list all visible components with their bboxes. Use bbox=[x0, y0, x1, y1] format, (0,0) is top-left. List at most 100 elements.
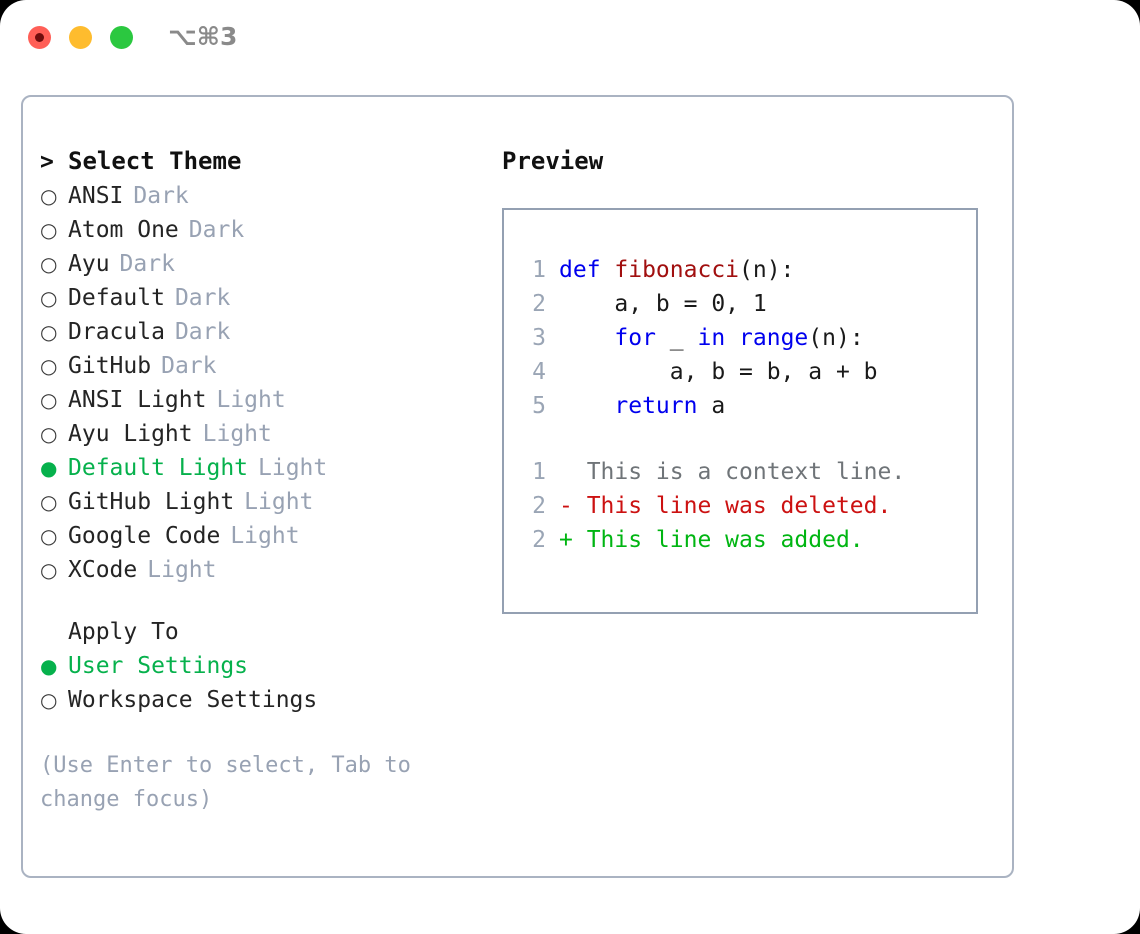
code-token bbox=[559, 393, 614, 419]
apply-to-option-workspace-settings[interactable]: ○ Workspace Settings bbox=[40, 687, 480, 721]
theme-option-google-code[interactable]: ○ Google Code Light bbox=[40, 523, 480, 557]
code-token: fibonacci bbox=[614, 257, 740, 283]
radio-unselected-icon[interactable]: ○ bbox=[40, 490, 58, 514]
radio-unselected-icon[interactable]: ○ bbox=[40, 320, 58, 344]
apply-to-option-label: Workspace Settings bbox=[68, 687, 318, 713]
code-token: for bbox=[614, 325, 656, 351]
keyboard-shortcut-label: ⌥⌘3 bbox=[168, 22, 238, 51]
theme-variant-tag: Light bbox=[230, 523, 300, 549]
radio-unselected-icon[interactable]: ○ bbox=[40, 388, 58, 412]
radio-unselected-icon[interactable]: ○ bbox=[40, 286, 58, 310]
theme-option-github-light[interactable]: ○ GitHub Light Light bbox=[40, 489, 480, 523]
theme-variant-tag: Light bbox=[202, 421, 272, 447]
apply-to-heading-label: Apply To bbox=[68, 619, 179, 645]
diff-line-content: + This line was added. bbox=[559, 527, 864, 553]
theme-variant-tag: Dark bbox=[174, 319, 231, 345]
code-line: 2 a, b = 0, 1 bbox=[516, 291, 976, 325]
preview-title: Preview bbox=[502, 147, 604, 175]
theme-option-label: Google Code bbox=[68, 523, 221, 549]
theme-option-label: Ayu bbox=[68, 251, 110, 277]
radio-unselected-icon[interactable]: ○ bbox=[40, 688, 58, 712]
code-line-content: a, b = b, a + b bbox=[559, 359, 878, 385]
line-number: 1 bbox=[532, 257, 546, 283]
theme-option-github[interactable]: ○ GitHub Dark bbox=[40, 353, 480, 387]
code-token: range bbox=[739, 325, 809, 351]
apply-to-option-user-settings[interactable]: ●User Settings bbox=[40, 653, 480, 687]
theme-variant-tag: Dark bbox=[174, 285, 231, 311]
radio-unselected-icon[interactable]: ○ bbox=[40, 422, 58, 446]
diff-sample: 1 This is a context line. 2 - This line wa… bbox=[516, 459, 976, 561]
theme-variant-tag: Light bbox=[244, 489, 314, 515]
theme-option-label: GitHub bbox=[68, 353, 152, 379]
radio-unselected-icon[interactable]: ○ bbox=[40, 184, 58, 208]
theme-option-label: XCode bbox=[68, 557, 138, 583]
theme-option-label: Default bbox=[68, 285, 165, 311]
theme-option-label: ANSI bbox=[68, 183, 124, 209]
theme-option-label: GitHub Light bbox=[68, 489, 235, 515]
theme-option-xcode[interactable]: ○ XCode Light bbox=[40, 557, 480, 591]
code-token: a, b = b, a + b bbox=[559, 359, 878, 385]
radio-selected-icon[interactable]: ● bbox=[40, 654, 58, 678]
theme-option-default-light[interactable]: ● Default Light Light bbox=[40, 455, 480, 489]
line-number: 1 bbox=[532, 459, 546, 485]
line-number: 4 bbox=[532, 359, 546, 385]
radio-unselected-icon[interactable]: ○ bbox=[40, 558, 58, 582]
line-number: 3 bbox=[532, 325, 546, 351]
close-window-button[interactable] bbox=[28, 26, 51, 49]
minimize-window-button[interactable] bbox=[69, 26, 92, 49]
theme-option-ansi[interactable]: ○ ANSI Dark bbox=[40, 183, 480, 217]
code-token: a, b = 0, 1 bbox=[559, 291, 767, 317]
theme-option-default[interactable]: ○ Default Dark bbox=[40, 285, 480, 319]
theme-variant-tag: Light bbox=[216, 387, 286, 413]
code-line: 4 a, b = b, a + b bbox=[516, 359, 976, 393]
radio-unselected-icon[interactable]: ○ bbox=[40, 354, 58, 378]
radio-unselected-icon[interactable]: ○ bbox=[40, 218, 58, 242]
diff-line-content: This is a context line. bbox=[559, 459, 906, 485]
maximize-window-button[interactable] bbox=[110, 26, 133, 49]
code-line-content: a, b = 0, 1 bbox=[559, 291, 767, 317]
diff-line-add: 2 + This line was added. bbox=[516, 527, 976, 561]
theme-variant-tag: Dark bbox=[161, 353, 217, 379]
diff-line-content: - This line was deleted. bbox=[559, 493, 892, 519]
theme-option-ayu[interactable]: ○ Ayu Dark bbox=[40, 251, 480, 285]
theme-option-label: Atom One bbox=[68, 217, 179, 243]
radio-unselected-icon[interactable]: ○ bbox=[40, 252, 58, 276]
list-spacer bbox=[40, 591, 480, 619]
code-token: def bbox=[559, 257, 615, 283]
code-token: return bbox=[614, 393, 698, 419]
theme-variant-tag: Dark bbox=[119, 251, 175, 277]
line-number: 5 bbox=[532, 393, 546, 419]
select-theme-heading: > Select Theme bbox=[40, 147, 480, 183]
theme-variant-tag: Light bbox=[258, 455, 328, 481]
radio-unselected-icon[interactable]: ○ bbox=[40, 524, 58, 548]
prompt-caret-icon: > bbox=[40, 149, 54, 175]
code-token bbox=[559, 325, 614, 351]
code-token: a bbox=[697, 393, 726, 419]
code-line-content: for _ in range(n): bbox=[559, 325, 863, 351]
theme-variant-tag: Dark bbox=[133, 183, 189, 209]
theme-option-label: Default Light bbox=[68, 455, 249, 481]
code-line: 3 for _ in range(n): bbox=[516, 325, 976, 359]
theme-option-label: Ayu Light bbox=[68, 421, 193, 447]
code-token: _ bbox=[655, 325, 698, 351]
code-line: 5 return a bbox=[516, 393, 976, 427]
title-bar: ⌥⌘3 bbox=[0, 0, 1140, 78]
window-traffic-lights bbox=[28, 26, 133, 49]
code-token bbox=[725, 325, 739, 351]
radio-selected-icon[interactable]: ● bbox=[40, 456, 58, 480]
hint-spacer bbox=[40, 721, 480, 749]
theme-variant-tag: Light bbox=[147, 557, 217, 583]
line-number: 2 bbox=[532, 291, 546, 317]
theme-option-ayu-light[interactable]: ○ Ayu Light Light bbox=[40, 421, 480, 455]
line-number: 2 bbox=[532, 527, 546, 553]
